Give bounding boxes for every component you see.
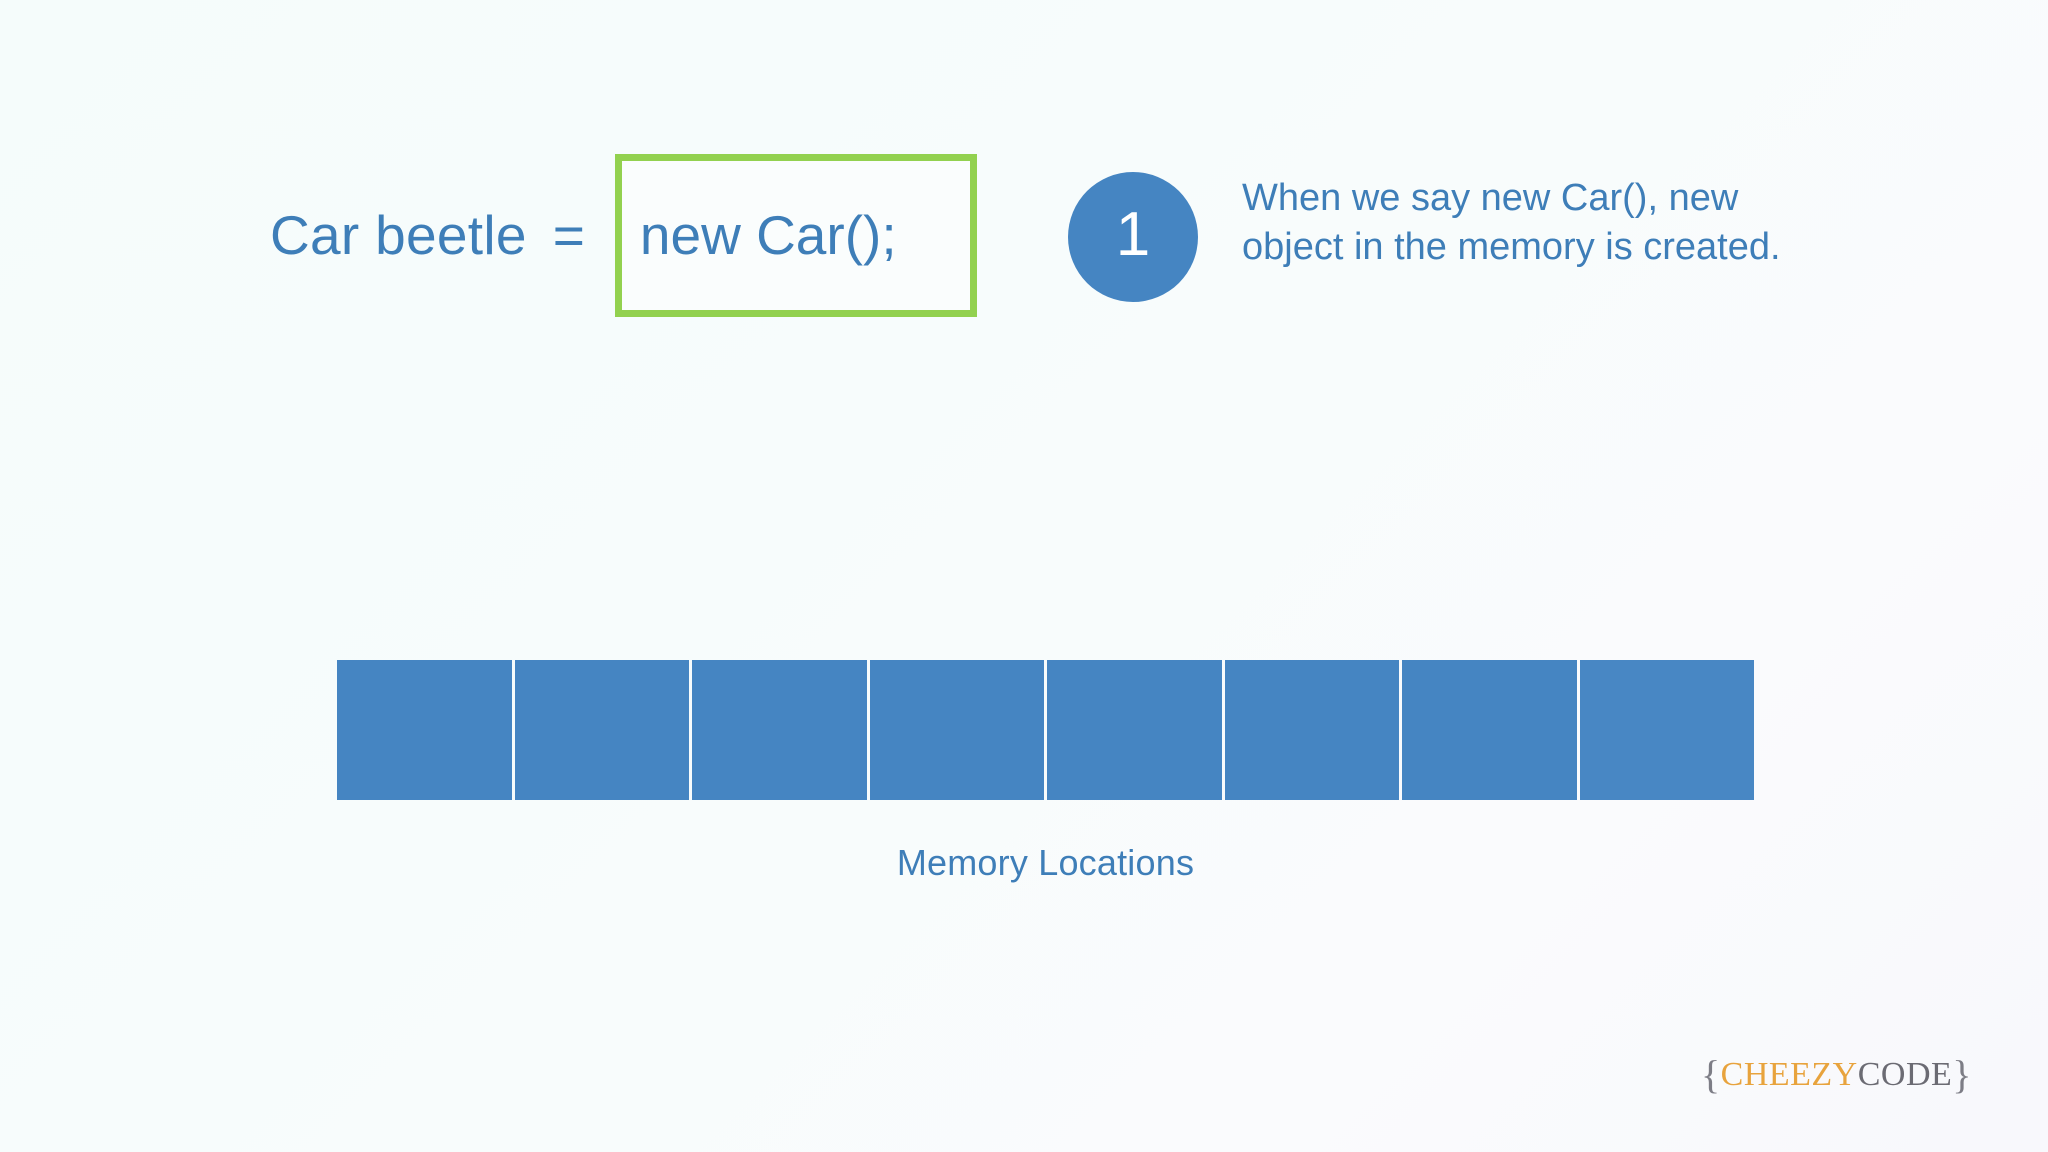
callout-step-1: 1 When we say new Car(), new object in t… bbox=[1068, 172, 1781, 302]
memory-cell bbox=[1047, 660, 1222, 800]
memory-cell bbox=[692, 660, 867, 800]
memory-cell bbox=[514, 660, 689, 800]
memory-cell bbox=[869, 660, 1044, 800]
memory-cell bbox=[337, 660, 512, 800]
code-statement-row: Car beetle = new Car(); bbox=[270, 150, 977, 320]
memory-cell bbox=[1579, 660, 1754, 800]
callout-description-line-1: When we say new Car(), new bbox=[1242, 177, 1739, 219]
logo-brand-secondary: CODE bbox=[1857, 1055, 1953, 1093]
code-expression-highlight-box: new Car(); bbox=[614, 153, 977, 317]
callout-description: When we say new Car(), new object in the… bbox=[1242, 174, 1781, 271]
code-declaration-text: Car beetle bbox=[270, 203, 527, 266]
callout-description-line-2: object in the memory is created. bbox=[1242, 225, 1781, 268]
memory-bar bbox=[337, 660, 1754, 800]
memory-cell bbox=[1402, 660, 1577, 800]
cheezycode-logo: { CHEEZY CODE } bbox=[1701, 1051, 1972, 1098]
logo-brand-primary: CHEEZY bbox=[1720, 1055, 1858, 1093]
memory-caption-label: Memory Locations bbox=[896, 842, 1195, 883]
memory-diagram: Memory Locations bbox=[337, 660, 1754, 884]
memory-cell bbox=[1224, 660, 1399, 800]
callout-number-badge: 1 bbox=[1068, 172, 1198, 302]
code-expression-text: new Car(); bbox=[639, 203, 897, 266]
logo-close-brace: } bbox=[1952, 1052, 1972, 1097]
code-assignment-operator: = bbox=[552, 203, 585, 266]
logo-open-brace: { bbox=[1700, 1052, 1721, 1097]
